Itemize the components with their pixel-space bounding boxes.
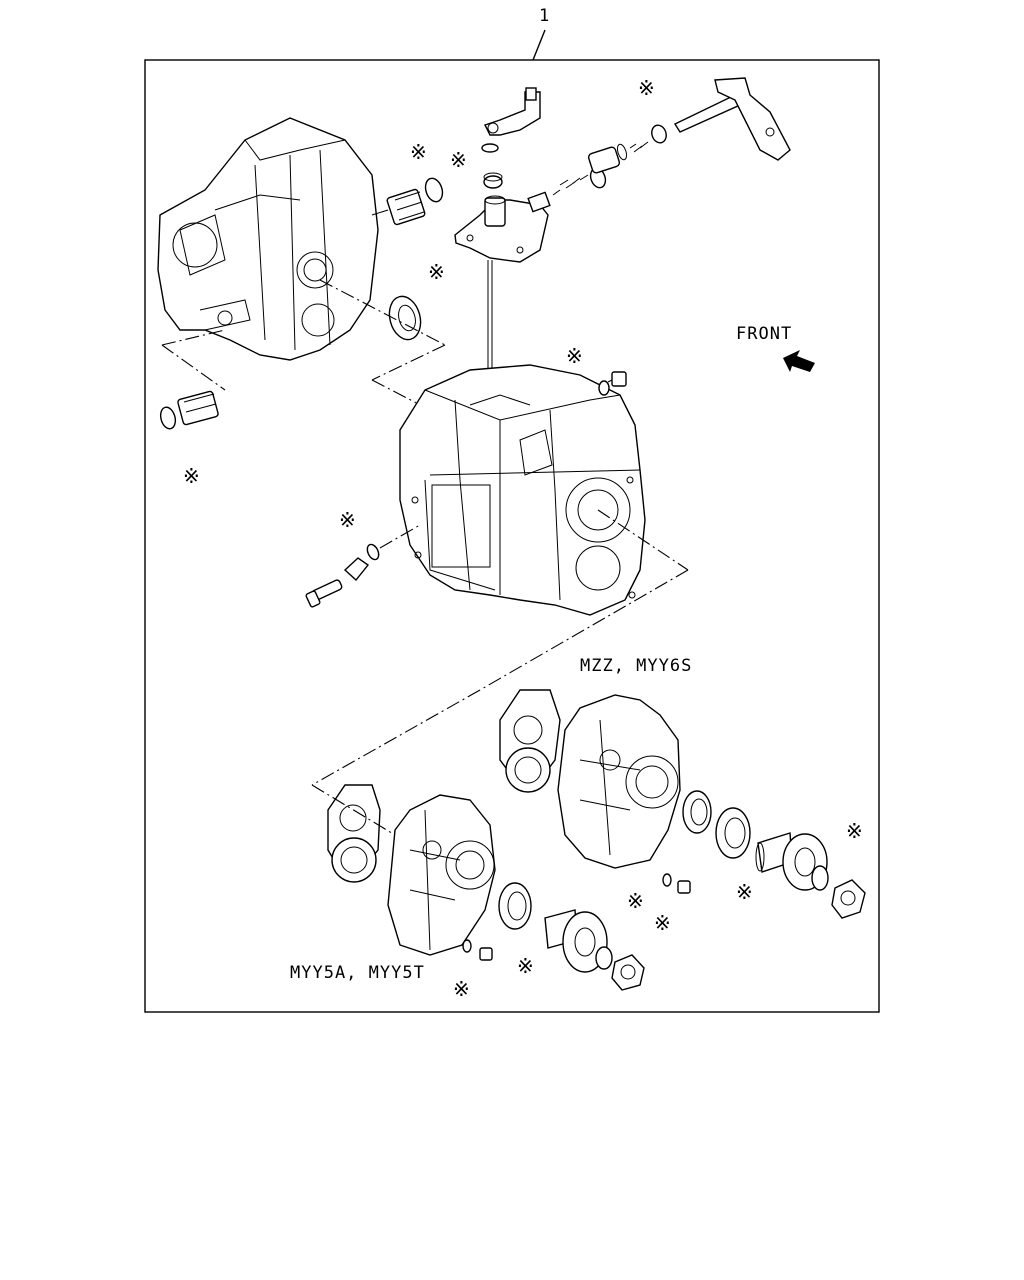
marker-star: ※ — [453, 977, 470, 1001]
oil-seal-6s — [682, 790, 751, 859]
companion-flange-5 — [544, 909, 645, 991]
gasket-5 — [327, 784, 381, 883]
shift-shaft-assembly — [552, 77, 791, 196]
marker-star: ※ — [566, 344, 583, 368]
needle-bearing-upper — [371, 177, 444, 226]
transmission-case — [399, 364, 646, 616]
clutch-housing — [157, 117, 379, 361]
marker-star: ※ — [339, 508, 356, 532]
marker-star: ※ — [846, 819, 863, 843]
callout-number: 1 — [539, 6, 551, 26]
marker-star: ※ — [654, 911, 671, 935]
marker-star: ※ — [627, 889, 644, 913]
marker-star: ※ — [736, 880, 753, 904]
front-arrow — [783, 350, 815, 372]
callout-leader — [532, 29, 546, 61]
gasket-6s — [499, 689, 561, 793]
extension-housing-5 — [387, 794, 496, 956]
marker-star: ※ — [183, 464, 200, 488]
diagram-frame — [144, 59, 880, 1013]
shift-cover — [454, 191, 551, 263]
marker-star: ※ — [450, 148, 467, 172]
bolt-5 — [462, 939, 493, 961]
drain-bolt-upper — [598, 371, 627, 396]
oil-seal-5 — [498, 882, 532, 930]
marker-star: ※ — [517, 954, 534, 978]
bolt-6s — [662, 873, 691, 894]
needle-bearing-lower — [159, 390, 219, 430]
shift-lever — [481, 87, 541, 189]
companion-flange-6s — [755, 832, 866, 919]
marker-star: ※ — [410, 140, 427, 164]
marker-star: ※ — [638, 76, 655, 100]
extension-housing-6s — [557, 694, 681, 869]
variant-label-upper: MZZ, MYY6S — [580, 656, 693, 676]
marker-star: ※ — [428, 260, 445, 284]
oil-seal-housing — [388, 295, 422, 341]
speedometer-bolt — [305, 543, 380, 608]
variant-label-lower: MYY5A, MYY5T — [290, 963, 425, 983]
front-label: FRONT — [736, 324, 793, 344]
